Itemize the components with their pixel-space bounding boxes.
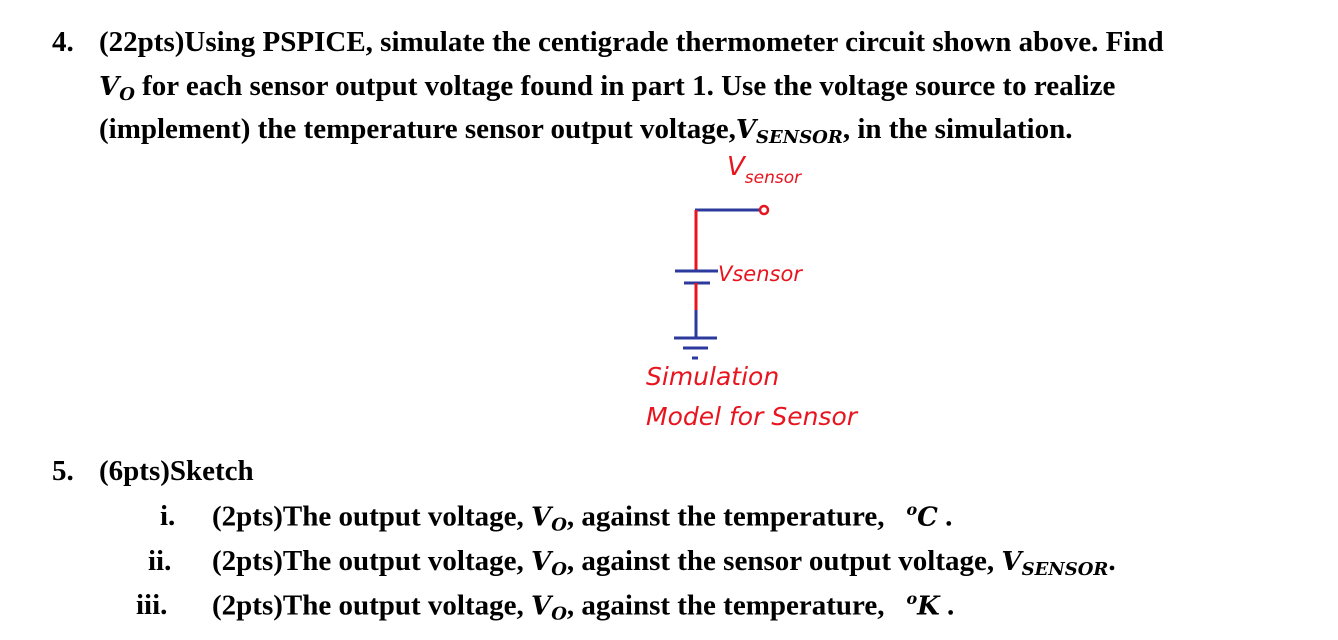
var-v: V xyxy=(531,591,552,622)
var-v: V xyxy=(735,115,757,145)
item-iii: (2pts)The output voltage, VO, against th… xyxy=(212,589,954,625)
item-end: . xyxy=(937,500,953,533)
node-label: Vsensor xyxy=(727,152,801,188)
question-4-line-3: (implement) the temperature sensor outpu… xyxy=(99,113,1072,148)
item-text: , against the temperature, xyxy=(566,500,885,533)
node-label-sub: sensor xyxy=(744,168,802,188)
var-v: V xyxy=(531,502,552,533)
question-5-number: 5. xyxy=(52,455,74,487)
output-terminal xyxy=(758,204,770,216)
degree-sign: o xyxy=(906,500,918,519)
unit: C xyxy=(917,502,938,533)
item-end: . xyxy=(1108,545,1116,577)
question-4-number: 4. xyxy=(52,26,74,58)
var-v: V xyxy=(531,547,552,577)
var-sub: O xyxy=(551,559,567,580)
var-v: V xyxy=(99,72,120,102)
var-sub: SENSOR xyxy=(756,127,843,148)
item-text: (2pts)The output voltage, xyxy=(212,589,532,622)
item-i: (2pts)The output voltage, VO, against th… xyxy=(212,500,952,536)
var-v: V xyxy=(1001,547,1022,577)
item-end: . xyxy=(939,589,955,622)
node-label-main: V xyxy=(727,152,745,182)
var-sub: O xyxy=(119,84,135,105)
line-text: for each sensor output voltage found in … xyxy=(134,70,1116,102)
source-label: Vsensor xyxy=(718,262,802,286)
ground-icon xyxy=(674,336,717,360)
caption-line-1: Simulation xyxy=(646,362,780,391)
line-text: (implement) the temperature sensor outpu… xyxy=(99,113,736,145)
var-sub: O xyxy=(551,603,567,625)
var-sub: O xyxy=(551,514,567,536)
question-4-line-2: VO for each sensor output voltage found … xyxy=(99,70,1115,105)
item-ii: (2pts)The output voltage, VO, against th… xyxy=(212,545,1116,580)
degree-sign: o xyxy=(906,589,918,608)
item-text: (2pts)The output voltage, xyxy=(212,500,532,533)
unit: K xyxy=(917,591,940,622)
item-numeral: i. xyxy=(160,500,176,532)
var-sub: SENSOR xyxy=(1021,559,1109,580)
question-4-line-1: (22pts)Using PSPICE, simulate the centig… xyxy=(99,26,1164,58)
line-text: , in the simulation. xyxy=(842,113,1073,145)
question-5-title: (6pts)Sketch xyxy=(99,455,254,487)
item-text: , against the temperature, xyxy=(566,589,885,622)
item-numeral: ii. xyxy=(148,545,172,577)
item-text: (2pts)The output voltage, xyxy=(212,545,532,577)
item-text: , against the sensor output voltage, xyxy=(566,545,1002,577)
caption-line-2: Model for Sensor xyxy=(646,402,858,431)
item-numeral: iii. xyxy=(136,589,168,621)
